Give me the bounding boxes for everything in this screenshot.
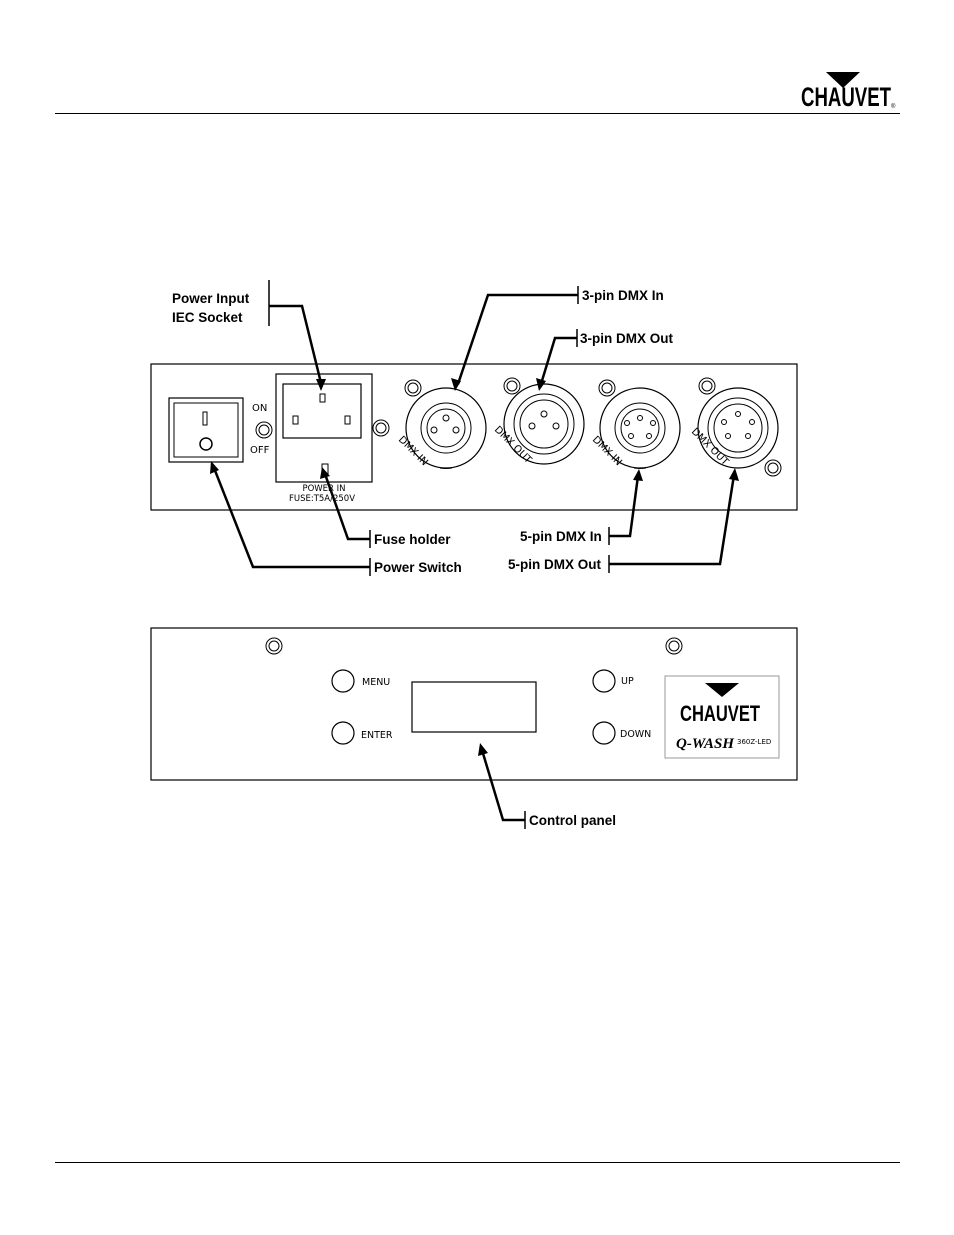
up-button[interactable] (592, 669, 616, 693)
menu-button[interactable] (331, 669, 355, 693)
callout-control-panel: Control panel (529, 813, 616, 828)
mount-screw (255, 421, 273, 439)
xlr-5pin-dmx-in[interactable] (598, 379, 681, 469)
xlr-5pin-dmx-out[interactable] (697, 377, 782, 477)
menu-label: MENU (362, 677, 390, 688)
down-button[interactable] (592, 721, 616, 745)
fuse-rating-label: FUSE:T5A/250V (289, 494, 355, 504)
header-rule (55, 113, 900, 114)
product-logo-badge: CHAUVET Q-WASH 360Z-LED (664, 675, 780, 759)
callout-5pin-dmx-out: 5-pin DMX Out (508, 557, 601, 572)
logo-brand-text: CHAUVET (680, 701, 760, 726)
callout-power-input-line2: IEC Socket (172, 310, 243, 325)
callout-3pin-dmx-out: 3-pin DMX Out (580, 331, 673, 346)
logo-product-text: Q-WASH (676, 736, 735, 752)
callout-power-switch: Power Switch (374, 560, 462, 575)
callout-power-input: Power Input IEC Socket (172, 289, 249, 327)
rear-panel: ON OFF POWER IN FUSE:T5A/250V (150, 363, 798, 511)
up-label: UP (621, 676, 634, 687)
svg-text:CHAUVET: CHAUVET (801, 82, 891, 112)
power-switch[interactable] (168, 397, 244, 463)
power-in-label: POWER IN (302, 484, 345, 494)
leader-lines (212, 280, 736, 829)
down-label: DOWN (620, 729, 651, 740)
front-panel: MENU ENTER UP DOWN CHAUVET Q-WASH 360Z-L… (150, 627, 798, 781)
xlr-3pin-dmx-out[interactable] (503, 377, 585, 465)
callout-3pin-dmx-in: 3-pin DMX In (582, 288, 664, 303)
power-input-iec-socket[interactable] (275, 373, 373, 483)
on-label: ON (252, 403, 267, 414)
callout-5pin-dmx-in: 5-pin DMX In (520, 529, 602, 544)
callout-fuse-holder: Fuse holder (374, 532, 451, 547)
arrow-heads (210, 378, 739, 756)
footer-rule (55, 1162, 900, 1163)
svg-text:®: ® (891, 103, 896, 110)
callout-power-input-line1: Power Input (172, 291, 250, 306)
chauvet-logo: CHAUVET ® (800, 62, 896, 112)
xlr-3pin-dmx-in[interactable] (404, 379, 487, 469)
mount-screw (372, 419, 390, 437)
enter-button[interactable] (331, 721, 355, 745)
off-label: OFF (250, 445, 270, 456)
logo-model-text: 360Z-LED (737, 738, 771, 746)
enter-label: ENTER (361, 730, 393, 741)
display-screen (411, 681, 537, 733)
